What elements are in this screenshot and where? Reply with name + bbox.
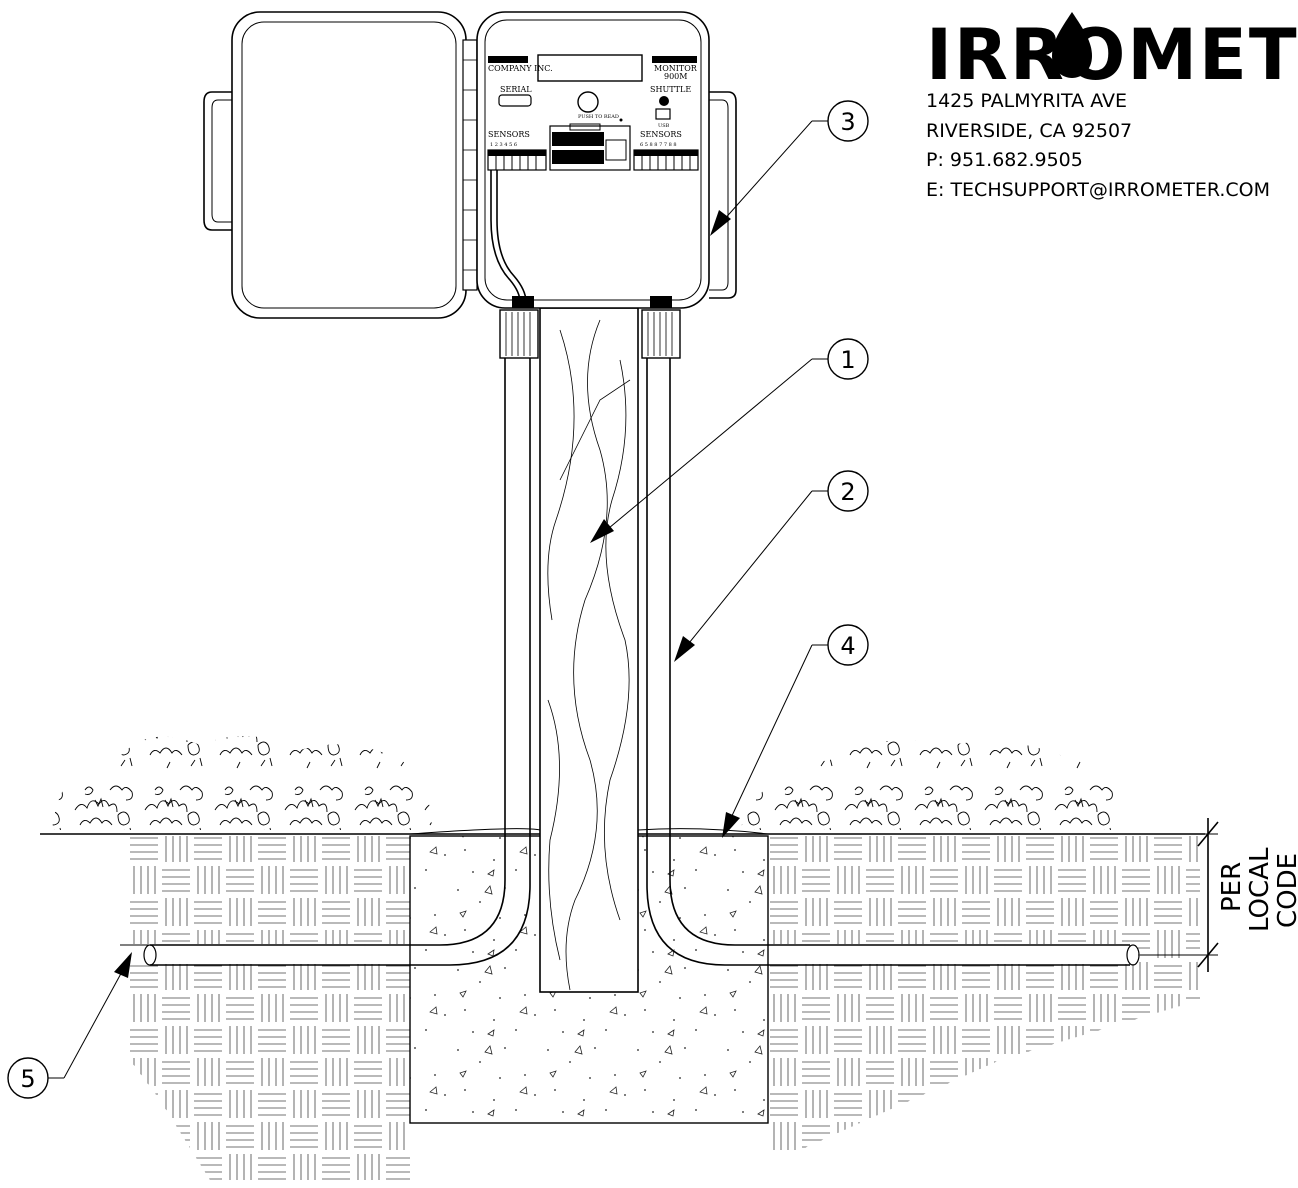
logo-text: IRROMETER [926,14,1298,96]
enclosure-body: COMPANY INC. MONITOR 900M SERIAL PUSH TO… [476,11,737,309]
dimension-text-per: PER [1217,862,1247,912]
svg-text:5: 5 [20,1065,35,1093]
sensors-right-label: SENSORS [640,130,682,139]
callout-4: 4 [722,624,869,838]
callout-1: 1 [590,338,869,543]
dimension-text-code: CODE [1273,853,1298,928]
address-city: RIVERSIDE, CA 92507 [926,120,1132,142]
usb-label: USB [658,123,670,129]
dimension-text-local: LOCAL [1245,847,1275,932]
shuttle-label: SHUTTLE [650,85,691,94]
svg-text:2: 2 [840,478,855,506]
sensors-right-numbers: 6 5 8 8 7 7 8 8 [640,142,677,148]
depth-dimension: PER LOCAL CODE [1140,818,1298,972]
conduit-fitting-right [641,309,681,359]
shrubs-right [740,740,1130,830]
svg-text:3: 3 [840,108,855,136]
soil-left [130,836,410,1180]
serial-label: SERIAL [500,85,532,94]
wood-post [539,307,639,993]
callout-5: 5 [7,944,150,1099]
shuttle-button[interactable] [659,96,669,106]
serial-port [498,94,532,107]
water-drop-icon [1052,12,1092,78]
lcd-display [537,54,643,82]
soil-right [768,836,1200,1150]
model-label: MONITOR [654,64,698,73]
usb-port [655,108,671,120]
address-phone: P: 951.682.9505 [926,149,1083,171]
address-street: 1425 PALMYRITA AVE [926,90,1127,112]
enclosure-door [203,11,478,319]
push-label: PUSH TO READ [578,114,619,120]
callout-2: 2 [674,470,869,662]
sensors-left-label: SENSORS [488,130,530,139]
push-to-read-button[interactable] [577,91,599,113]
terminal-block-left [487,149,547,171]
battery-pack [549,118,631,171]
shrubs-left [52,736,432,830]
model-number: 900M [664,72,687,81]
callout-3: 3 [710,100,869,236]
sensors-left-numbers: 1 2 3 4 5 6 [490,142,517,148]
maker-label: COMPANY INC. [488,64,553,73]
svg-text:1: 1 [840,346,855,374]
address-email: E: TECHSUPPORT@IRROMETER.COM [926,179,1270,201]
svg-text:4: 4 [840,632,855,660]
irrometer-logo: IRROMETER [926,12,1298,96]
conduit-right [646,355,1140,966]
conduit-fitting-left [499,309,539,359]
terminal-block-right [633,149,699,171]
